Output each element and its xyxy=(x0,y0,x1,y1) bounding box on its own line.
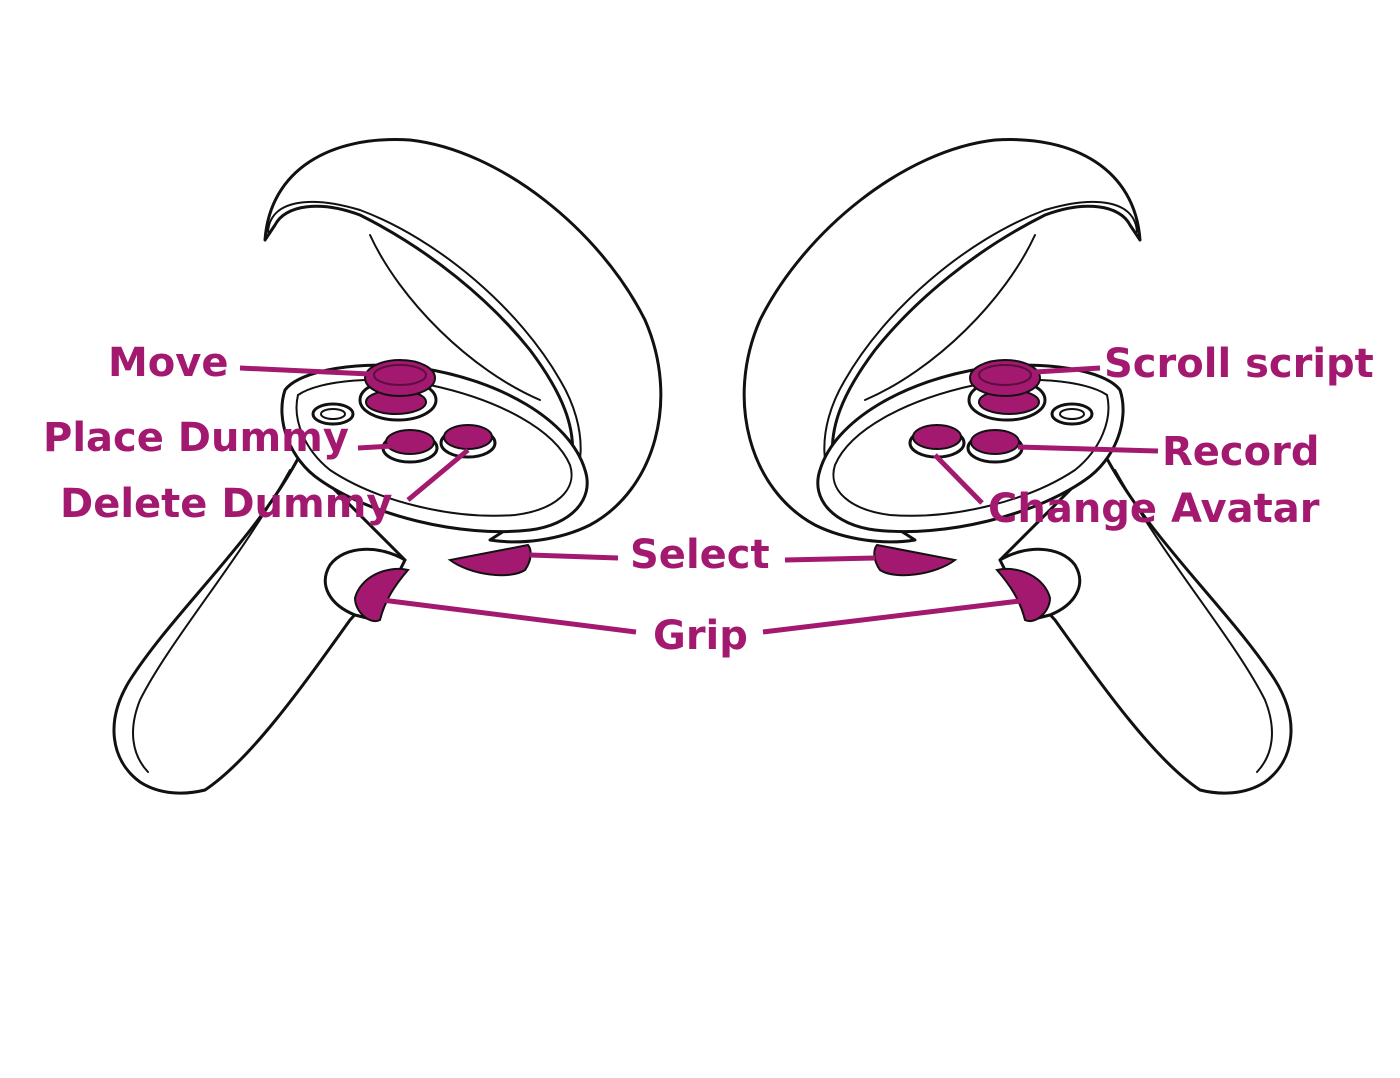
leader-change-avatar xyxy=(933,453,984,505)
right-controller xyxy=(742,138,1293,795)
leader-move xyxy=(239,365,371,377)
left-y-button xyxy=(443,424,493,450)
leader-record xyxy=(1017,444,1159,454)
right-tracking-ring xyxy=(742,138,1142,544)
leader-select-left xyxy=(529,552,619,561)
right-trigger xyxy=(873,543,958,577)
leader-delete-dummy xyxy=(406,448,470,502)
left-x-button xyxy=(385,429,435,455)
right-b-button xyxy=(912,424,962,450)
label-place-dummy: Place Dummy xyxy=(43,415,349,461)
leader-grip-right xyxy=(762,597,1029,635)
label-delete-dummy: Delete Dummy xyxy=(60,481,392,527)
labels: Move Place Dummy Delete Dummy Select Gri… xyxy=(43,340,1374,659)
leader-grip-left xyxy=(381,597,637,635)
leader-place-dummy xyxy=(357,443,393,451)
label-record: Record xyxy=(1162,429,1319,475)
label-grip: Grip xyxy=(653,613,748,659)
left-controller-handle xyxy=(112,453,407,795)
right-controller-handle xyxy=(998,453,1293,795)
right-a-button xyxy=(970,429,1020,455)
right-grip-button xyxy=(995,567,1052,623)
leader-lines xyxy=(239,365,1159,635)
left-grip-button xyxy=(353,567,410,623)
leader-select-right xyxy=(784,555,876,563)
label-select: Select xyxy=(630,532,770,578)
leader-scroll-script xyxy=(1034,365,1101,375)
label-scroll-script: Scroll script xyxy=(1104,341,1374,387)
label-change-avatar: Change Avatar xyxy=(988,486,1320,532)
left-tracking-ring xyxy=(263,138,663,544)
label-move: Move xyxy=(108,340,229,386)
left-controller xyxy=(112,138,663,795)
left-trigger xyxy=(447,543,532,577)
